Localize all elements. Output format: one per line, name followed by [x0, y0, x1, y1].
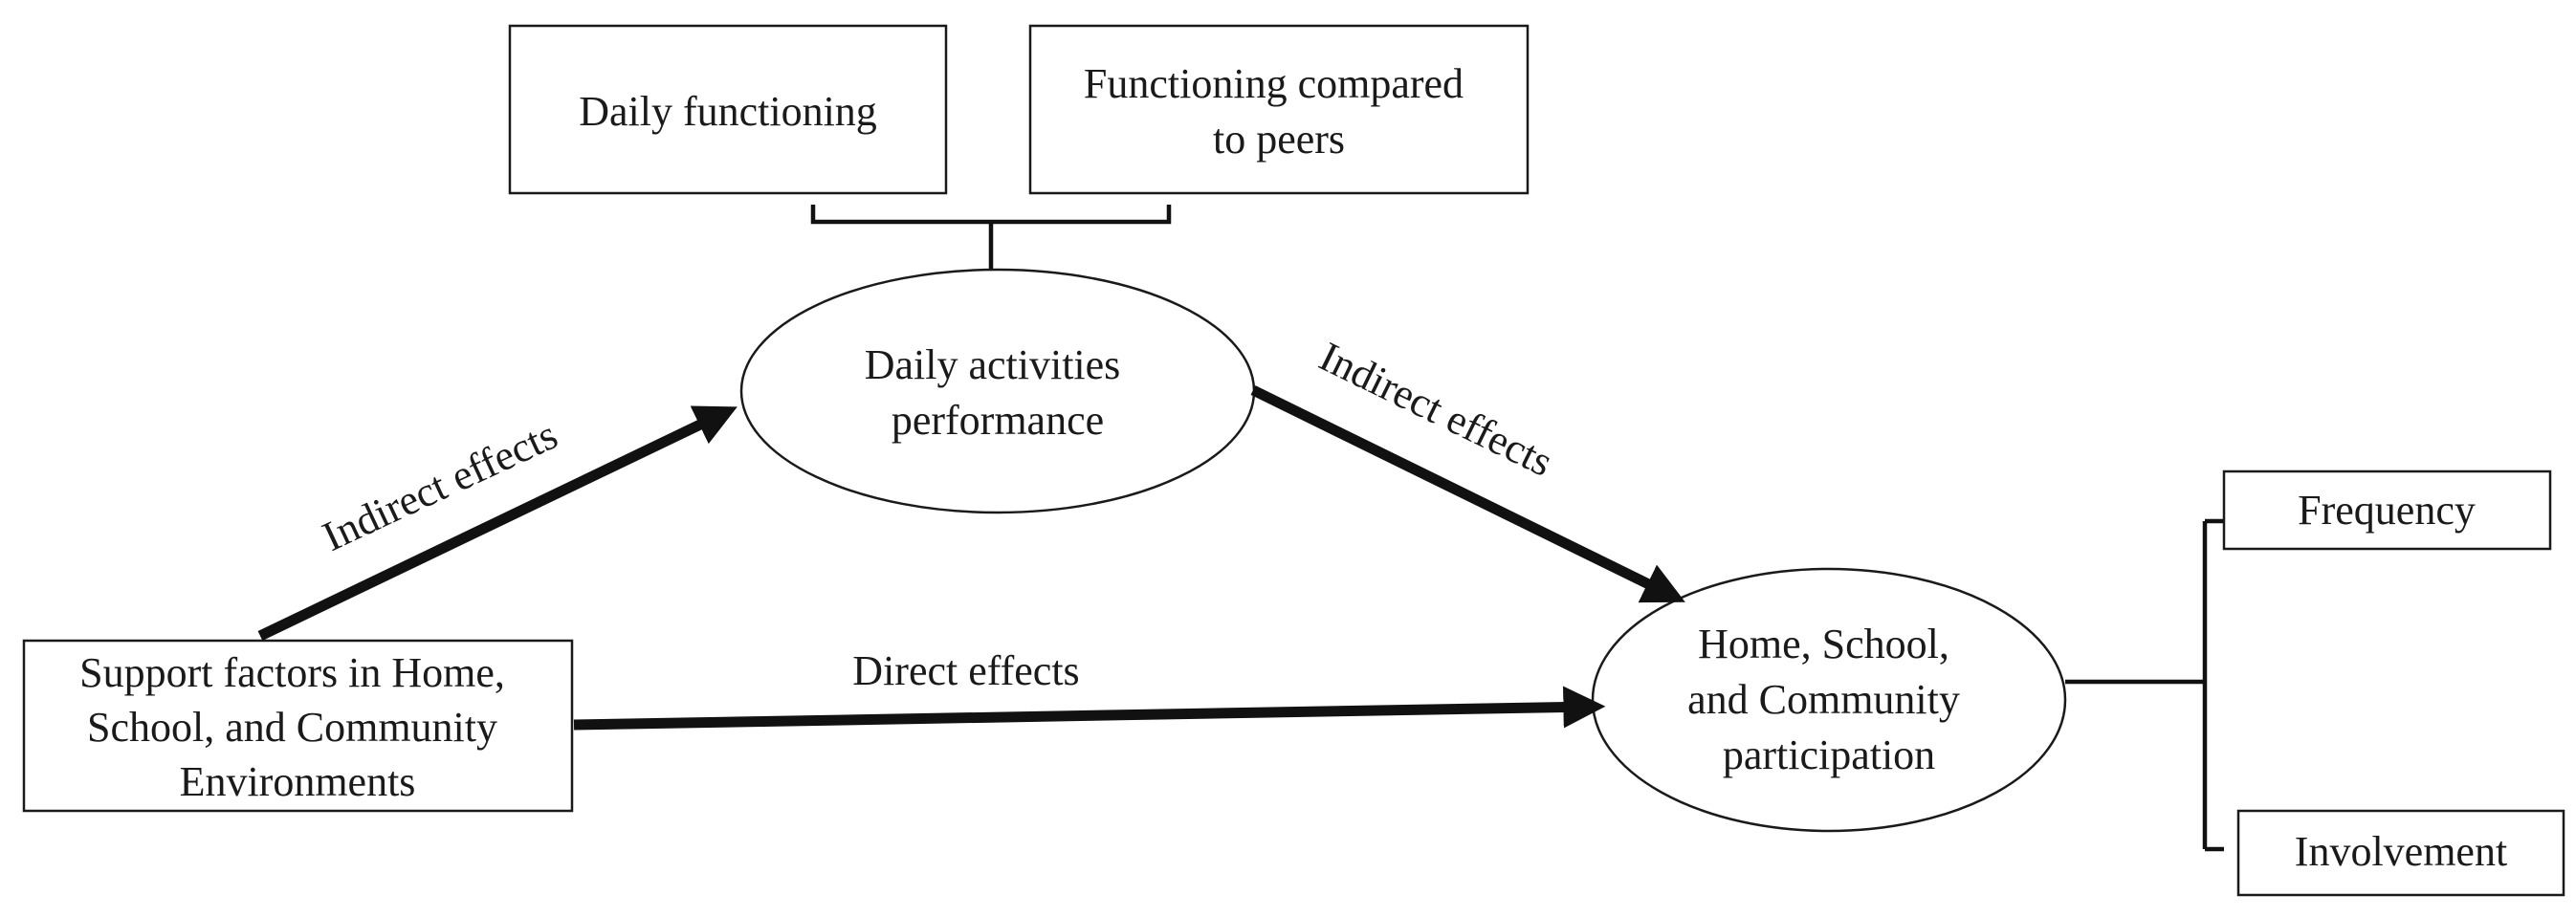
- daily-functioning-node: Daily functioning: [508, 24, 948, 195]
- top-bracket: [810, 205, 1172, 273]
- direct-effects-arrow: [573, 686, 1606, 731]
- involvement-node: Involvement: [2236, 809, 2565, 897]
- frequency-label: Frequency: [2298, 487, 2476, 534]
- indirect-effects-arrow-right: [1250, 385, 1685, 603]
- indirect-effects-label-left: Indirect effects: [316, 411, 564, 560]
- participation-label: Home, School, and Community participatio…: [1687, 621, 1971, 778]
- indirect-effects-label-right: Indirect effects: [1312, 333, 1560, 486]
- involvement-label: Involvement: [2295, 828, 2507, 875]
- support-factors-label: Support factors in Home, School, and Com…: [79, 649, 516, 805]
- participation-node: Home, School, and Community participatio…: [1591, 567, 2067, 833]
- functioning-compared-label: Functioning compared to peers: [1084, 60, 1474, 163]
- support-factors-node: Support factors in Home, School, and Com…: [22, 639, 574, 813]
- daily-functioning-label: Daily functioning: [579, 88, 877, 135]
- direct-effects-label: Direct effects: [852, 647, 1079, 694]
- daily-activities-label: Daily activities performance: [865, 341, 1132, 444]
- indirect-effects-arrow-left: [257, 405, 738, 641]
- frequency-node: Frequency: [2222, 469, 2552, 551]
- right-bracket: [2065, 518, 2224, 852]
- daily-activities-node: Daily activities performance: [739, 268, 1256, 514]
- functioning-compared-node: Functioning compared to peers: [1028, 24, 1530, 195]
